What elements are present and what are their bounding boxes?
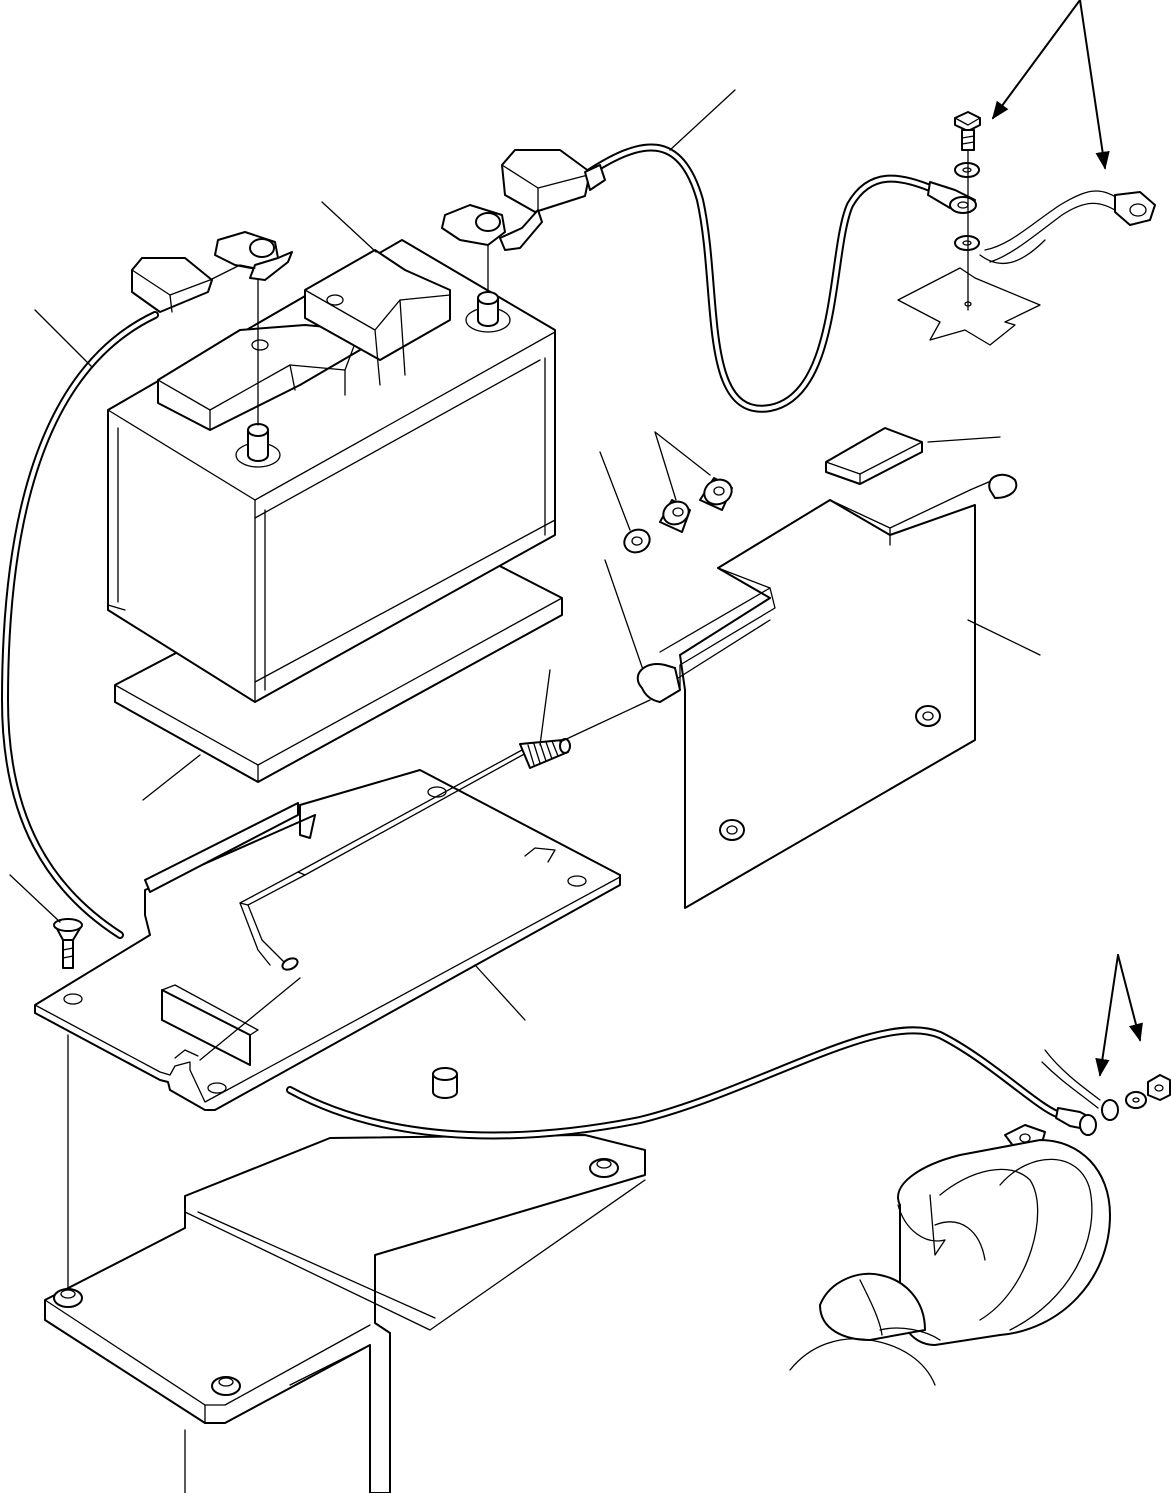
washer-flat [623, 528, 651, 554]
battery-cell-cover-right [304, 249, 451, 386]
starter-motor [789, 1124, 1111, 1386]
leader-holder-bracket [967, 619, 1041, 656]
ground-washer [954, 235, 980, 251]
leader-washer [599, 451, 631, 531]
frame-weld-nut-rear [589, 1158, 619, 1178]
battery-base-plate [34, 769, 621, 1111]
ground-bolt [954, 111, 981, 151]
positive-terminal-boot [501, 149, 606, 213]
battery-holder-bracket [636, 473, 1018, 909]
chassis-ground-point [897, 267, 1041, 346]
positive-battery-cable [586, 143, 939, 413]
frame-member [44, 1134, 646, 1493]
rod-leader-line [559, 699, 651, 743]
frame-weld-nut-left [53, 1288, 83, 1308]
negative-terminal-clamp [209, 231, 293, 281]
rod-plate-guide-line [199, 977, 301, 1061]
bracket-weld-nut-upper [915, 705, 941, 727]
hold-down-rod-lower [239, 871, 306, 971]
starter-other-cables [1041, 1049, 1119, 1121]
mounting-screw [53, 918, 83, 969]
starter-ground-cable [286, 1026, 1064, 1140]
leader-arrow-starter-nut [1117, 954, 1143, 1042]
callout-leaders [9, 89, 1041, 1021]
leader-battery-pad [142, 754, 201, 801]
leader-arrow-starter-cable [1095, 954, 1119, 1077]
negative-battery-cable [1, 311, 159, 939]
nut-large [699, 477, 733, 511]
leader-base-plate [474, 964, 526, 1021]
hold-down-rod-threaded [297, 738, 571, 876]
leader-arrow-ground-strap [1079, 0, 1110, 170]
leader-rod [539, 669, 551, 746]
negative-terminal-boot [131, 257, 213, 313]
leader-nuts-a [654, 431, 677, 501]
leader-battery [321, 201, 377, 253]
nut-small [659, 499, 691, 533]
leader-negative-cable [34, 309, 93, 368]
frame-weld-nut-front [211, 1376, 241, 1396]
bracket-weld-nut-lower [719, 819, 745, 841]
starter-terminal-washer [1125, 1091, 1147, 1109]
ground-strap [979, 190, 1156, 264]
leader-rubber-pad [927, 436, 1001, 443]
ground-lock-washer [954, 162, 980, 178]
leader-screw [9, 874, 61, 923]
frame-spacer-nut [432, 1067, 458, 1099]
leader-positive-cable [669, 89, 736, 151]
starter-cable-ring-terminal [1055, 1107, 1097, 1136]
positive-terminal-clamp [441, 204, 543, 251]
battery-terminal-positive [465, 291, 511, 333]
leader-nuts-b [654, 431, 711, 476]
rubber-spacer-pad [825, 427, 923, 485]
starter-terminal-nut [1147, 1074, 1171, 1101]
battery-cell-cover-left [157, 324, 361, 431]
positive-ring-terminal [927, 181, 977, 214]
leader-arrow-ground-bolt [991, 0, 1081, 120]
